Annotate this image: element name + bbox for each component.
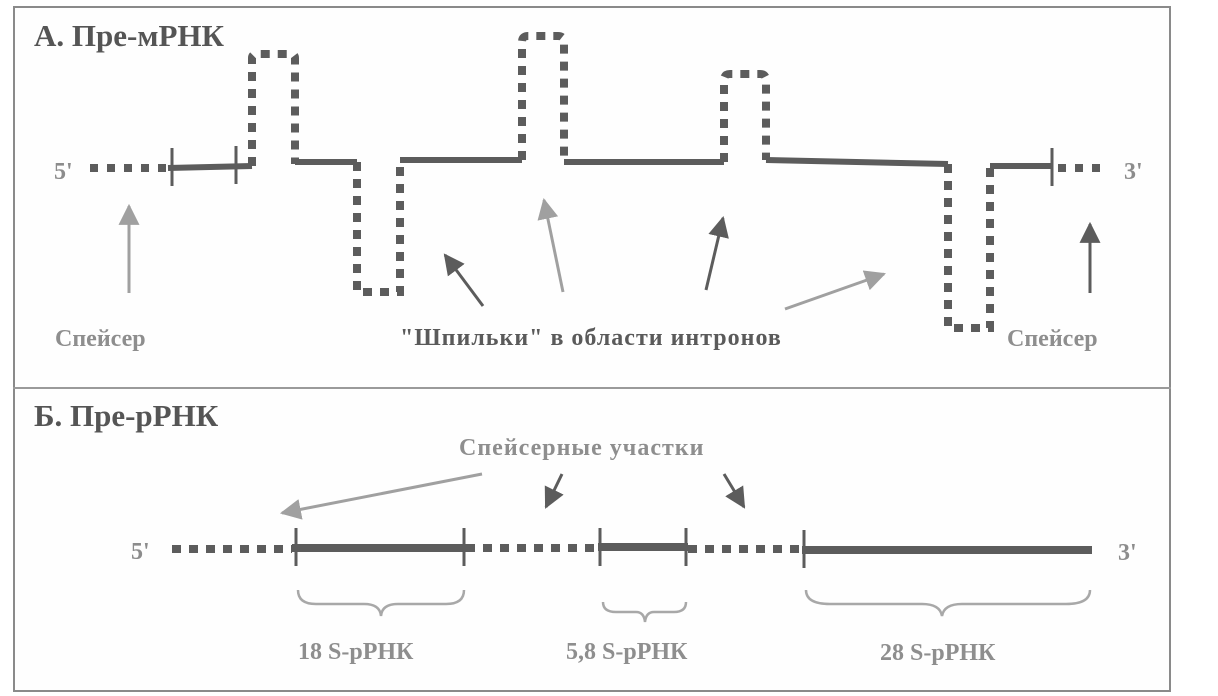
segment-28s-label: 28 S-рРНК [880,640,996,666]
intron-hairpin-2 [353,162,404,296]
intron-hairpin-3 [518,32,568,160]
arrow-hairpin-2 [443,253,485,307]
hairpins-caption: "Шпильки" в области интронов [400,326,782,350]
exon-1 [167,163,253,171]
spacer-regions-label: Спейсерные участки [459,435,705,461]
panel-a-title: А. Пре-мРНК [34,18,224,53]
pre-rrna-diagram [172,472,1092,623]
segment-58s-label: 5,8 S-рРНК [566,639,688,665]
spacer-right-label: Спейсер [1007,326,1098,352]
figure-frame [13,6,1171,692]
three-prime-label-b: 3' [1118,540,1137,566]
five-prime-label-b: 5' [131,539,150,565]
intron-hairpin-4 [720,70,770,162]
intron-hairpin-1 [248,50,299,166]
arrow-spacer-region-1 [279,472,483,520]
brace-18s [296,589,466,617]
exon-5 [765,157,949,167]
arrow-hairpin-3 [537,197,565,293]
panel-b-title: Б. Пре-рРНК [34,398,219,433]
spacer-left-label: Спейсер [55,326,146,352]
brace-28s [804,589,1092,617]
panel-divider [13,387,1171,389]
arrow-hairpin-5 [784,270,886,311]
arrow-hairpin-4 [704,215,729,291]
arrow-spacer-region-2 [544,473,564,509]
hairpins-caption-text: "Шпильки" в области интронов [400,325,782,351]
three-prime-label: 3' [1124,159,1143,185]
five-prime-label: 5' [54,159,73,185]
segment-18s-label: 18 S-рРНК [298,639,414,665]
brace-58s [601,601,688,623]
arrow-spacer-region-3 [722,473,746,509]
pre-mrna-diagram [90,32,1108,332]
intron-hairpin-5 [944,164,994,332]
